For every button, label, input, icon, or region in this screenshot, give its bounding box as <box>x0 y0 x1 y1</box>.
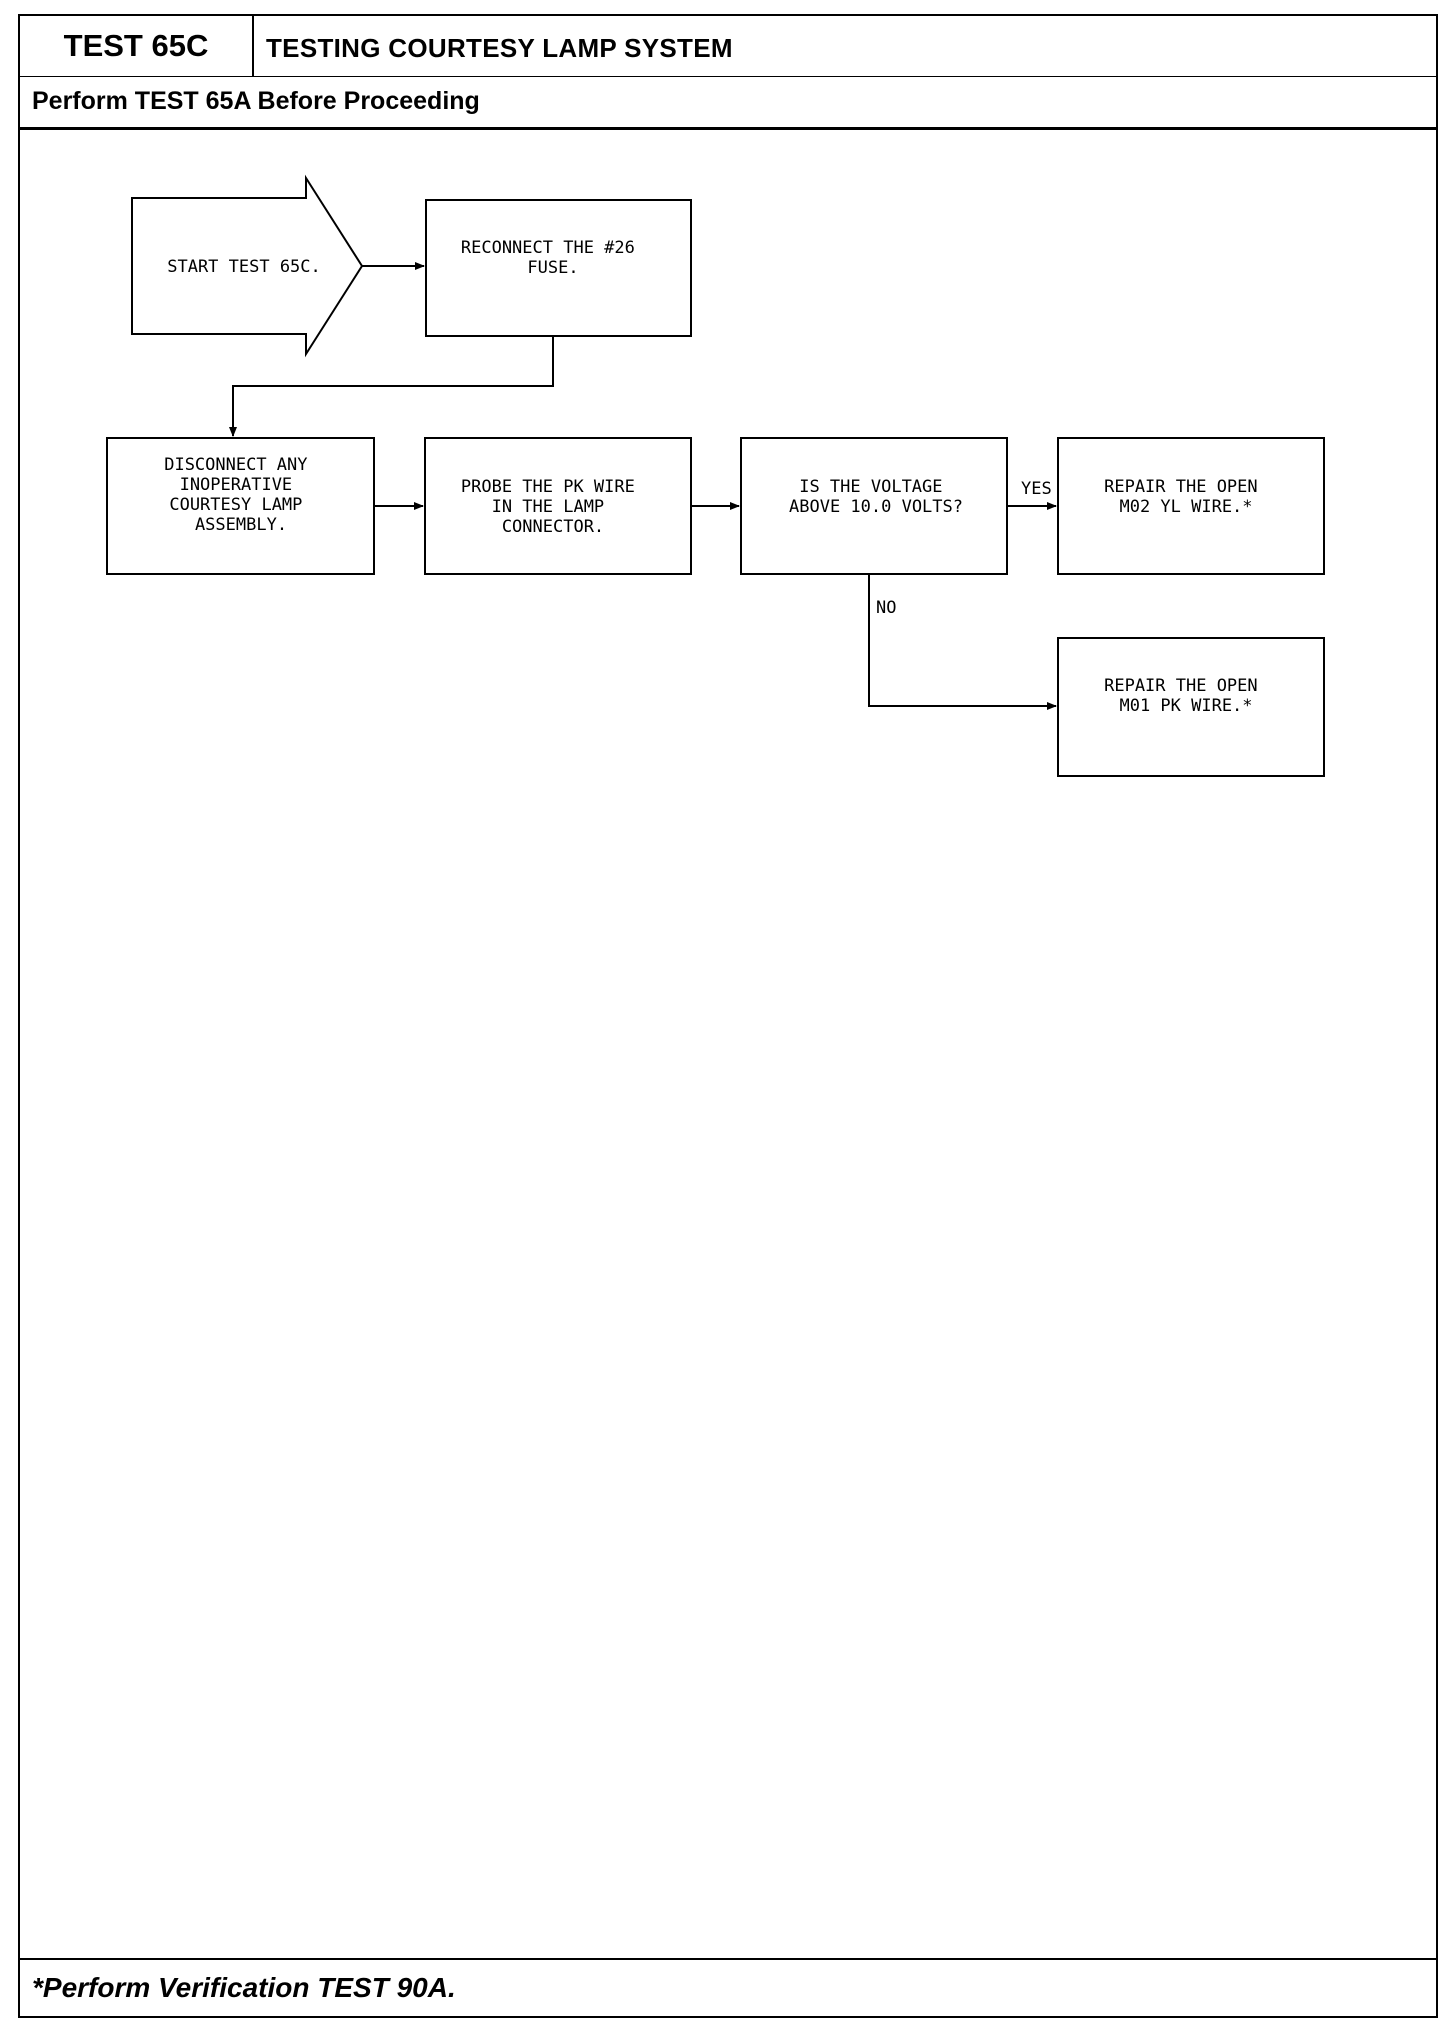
page-frame: TEST 65C TESTING COURTESY LAMP SYSTEM Pe… <box>18 14 1438 2018</box>
flow-node-start: START TEST 65C. <box>131 174 364 358</box>
prerequisite-row: Perform TEST 65A Before Proceeding <box>20 76 1436 130</box>
flow-node-disconnect-line: COURTESY LAMP <box>169 495 302 515</box>
svg-text:DISCONNECT ANY INOPERATI: DISCONNECT ANY INOPERATIVE COURTESY LAMP… <box>164 455 318 535</box>
test-id: TEST 65C <box>20 16 254 76</box>
flow-node-reconnect-line: RECONNECT THE #26 <box>461 238 635 258</box>
svg-text:RECONNECT THE #26 FUSE.: RECONNECT THE #26 FUSE. <box>461 238 645 278</box>
svg-text:START TEST 65C.: START TEST 65C. <box>167 257 321 277</box>
flow-node-reconnect-line: FUSE. <box>527 258 578 278</box>
flow-node-repair-yl-line: REPAIR THE OPEN <box>1104 477 1258 497</box>
flow-node-reconnect: RECONNECT THE #26 FUSE. <box>425 199 692 337</box>
flow-node-question: IS THE VOLTAGE ABOVE 10.0 VOLTS? <box>740 437 1008 575</box>
flow-node-start-line: START TEST 65C. <box>167 257 321 277</box>
footnote: *Perform Verification TEST 90A. <box>32 1972 456 2003</box>
svg-text:IS THE VOLTAGE ABOVE 10.: IS THE VOLTAGE ABOVE 10.0 VOLTS? <box>789 477 963 517</box>
flow-node-question-line: ABOVE 10.0 VOLTS? <box>789 497 963 517</box>
flow-node-repair-pk-line: REPAIR THE OPEN <box>1104 676 1258 696</box>
flow-node-repair-pk-line: M01 PK WIRE.* <box>1119 696 1252 716</box>
svg-text:REPAIR THE OPEN M01 PK W: REPAIR THE OPEN M01 PK WIRE.* <box>1104 676 1268 716</box>
header-row: TEST 65C TESTING COURTESY LAMP SYSTEM <box>20 16 1436 77</box>
footer-row: *Perform Verification TEST 90A. <box>20 1958 1436 2016</box>
edge-label-yes: YES <box>1021 479 1052 499</box>
flow-edges <box>229 262 1057 710</box>
flow-node-repair-yl: REPAIR THE OPEN M02 YL WIRE.* <box>1057 437 1325 575</box>
svg-text:PROBE THE PK WIRE IN THE: PROBE THE PK WIRE IN THE LAMP CONNECTOR. <box>461 477 645 537</box>
flow-node-probe-line: IN THE LAMP <box>492 497 605 517</box>
flow-edge-question-repair-pk <box>868 574 1057 710</box>
flow-edge-reconnect-disconnect <box>229 336 554 437</box>
flow-node-disconnect-line: ASSEMBLY. <box>195 515 287 535</box>
flow-node-question-line: IS THE VOLTAGE <box>799 477 942 497</box>
flow-node-repair-yl-line: M02 YL WIRE.* <box>1119 497 1252 517</box>
flow-node-disconnect-line: INOPERATIVE <box>180 475 293 495</box>
flow-node-probe-line: CONNECTOR. <box>502 517 604 537</box>
flow-node-probe-line: PROBE THE PK WIRE <box>461 477 635 497</box>
test-title: TESTING COURTESY LAMP SYSTEM <box>266 33 733 63</box>
prerequisite-note: Perform TEST 65A Before Proceeding <box>32 87 480 115</box>
flow-node-disconnect: DISCONNECT ANY INOPERATIVE COURTESY LAMP… <box>106 437 375 575</box>
flow-node-disconnect-line: DISCONNECT ANY <box>164 455 307 475</box>
flow-node-repair-pk: REPAIR THE OPEN M01 PK WIRE.* <box>1057 637 1325 777</box>
flow-node-probe: PROBE THE PK WIRE IN THE LAMP CONNECTOR. <box>424 437 692 575</box>
svg-text:REPAIR THE OPEN M02 YL W: REPAIR THE OPEN M02 YL WIRE.* <box>1104 477 1268 517</box>
edge-label-no: NO <box>876 598 896 618</box>
